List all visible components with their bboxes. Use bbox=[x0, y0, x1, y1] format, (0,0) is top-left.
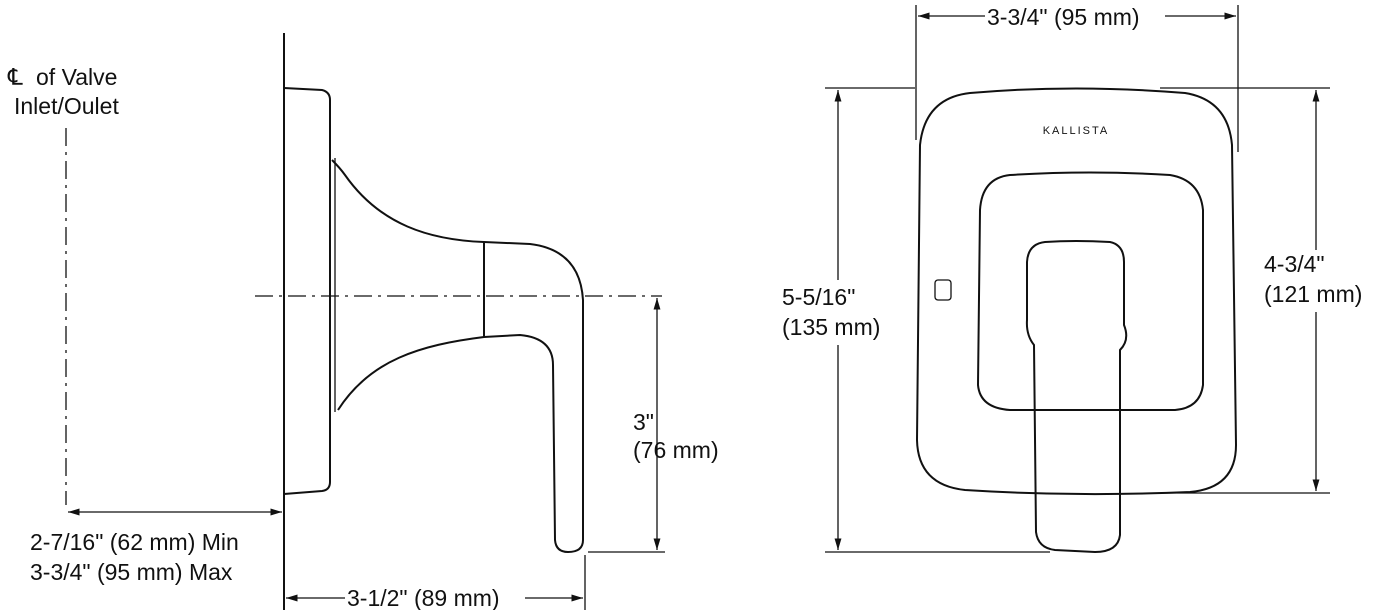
projection-label: 3-1/2" (89 mm) bbox=[347, 585, 500, 610]
plate-height-label-mm: (121 mm) bbox=[1264, 281, 1362, 307]
overall-height-label-in: 5-5/16" bbox=[782, 284, 855, 310]
indicator-square bbox=[934, 279, 952, 301]
wall-depth-max-label: 3-3/4" (95 mm) Max bbox=[30, 559, 233, 585]
front-view: KALLISTA 3-3/4" (95 mm) 5-5/16" (135 mm)… bbox=[782, 4, 1362, 554]
escutcheon-side bbox=[283, 87, 331, 495]
handle-side bbox=[331, 159, 584, 554]
kallista-logo: KALLISTA bbox=[1043, 125, 1110, 137]
width-label: 3-3/4" (95 mm) bbox=[987, 4, 1140, 30]
handle-drop-label-mm: (76 mm) bbox=[633, 437, 719, 463]
wall-depth-min-label: 2-7/16" (62 mm) Min bbox=[30, 529, 239, 555]
handle-drop-label-in: 3" bbox=[633, 409, 654, 435]
handle-front bbox=[1025, 240, 1128, 554]
side-view: ℄ of Valve Inlet/Oulet 2-7/16" (62 mm) M… bbox=[7, 33, 719, 610]
overall-height-label-mm: (135 mm) bbox=[782, 314, 880, 340]
escutcheon-plate-front bbox=[915, 87, 1238, 496]
plate-height-label-in: 4-3/4" bbox=[1264, 251, 1325, 277]
inner-plate-front bbox=[976, 171, 1204, 411]
centerline-label-line1: of Valve bbox=[36, 64, 117, 90]
centerline-symbol: ℄ bbox=[7, 64, 23, 90]
centerline-label-line2: Inlet/Oulet bbox=[14, 93, 119, 119]
